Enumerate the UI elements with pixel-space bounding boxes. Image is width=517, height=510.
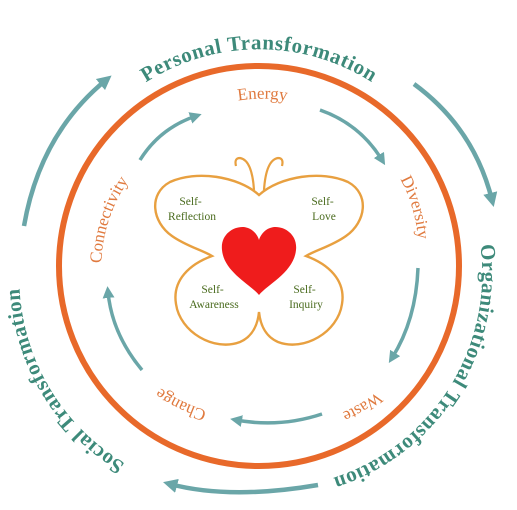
svg-text:Diversity: Diversity bbox=[397, 172, 433, 240]
wing-top-right-line1: Self- bbox=[311, 196, 334, 208]
change-label: Change bbox=[152, 385, 208, 425]
svg-text:Personal Transformation: Personal Transformation bbox=[136, 30, 382, 86]
svg-text:Waste: Waste bbox=[340, 389, 386, 427]
svg-text:Energy: Energy bbox=[236, 84, 289, 105]
svg-text:Change: Change bbox=[152, 385, 208, 425]
orange-ring bbox=[56, 63, 462, 469]
inner-arrow-diversity-waste bbox=[388, 267, 420, 364]
inner-arrow-connectivity-energy bbox=[138, 112, 202, 161]
inner-arrow-change-connectivity bbox=[102, 286, 144, 372]
wing-bottom-right-line2: Inquiry bbox=[289, 299, 323, 311]
butterfly bbox=[153, 156, 365, 346]
wing-bottom-left-line1: Self- bbox=[201, 284, 224, 296]
outer-arrow-bottom bbox=[163, 478, 319, 495]
wing-top-left-line2: Reflection bbox=[168, 211, 216, 223]
connectivity-label: Connectivity bbox=[86, 172, 132, 263]
inner-arrow-energy-diversity bbox=[319, 108, 386, 166]
wing-top-left-line1: Self- bbox=[179, 196, 202, 208]
diversity-label: Diversity bbox=[397, 172, 433, 240]
inner-cycle-arrows bbox=[102, 108, 420, 427]
svg-text:Self- Love: Self- Love bbox=[311, 196, 336, 223]
antenna-right bbox=[262, 156, 284, 191]
wing-top-right-line2: Love bbox=[312, 211, 336, 223]
energy-label: Energy bbox=[236, 84, 289, 105]
svg-text:Self- Inquiry: Self- Inquiry bbox=[289, 284, 323, 311]
personal-transformation-label: Personal Transformation bbox=[136, 30, 381, 86]
svg-text:Self- Awareness: Self- Awareness bbox=[189, 284, 239, 311]
inner-arrow-waste-change bbox=[230, 412, 323, 427]
outer-arrow-top-right bbox=[412, 82, 498, 207]
wing-bottom-left-line2: Awareness bbox=[189, 299, 239, 311]
waste-label: Waste bbox=[340, 389, 386, 427]
outer-arrow-left bbox=[21, 75, 112, 227]
wing-bottom-right-line1: Self- bbox=[293, 284, 316, 296]
heart-icon bbox=[221, 226, 297, 295]
antenna-left bbox=[234, 156, 256, 191]
svg-text:Self- Reflection: Self- Reflection bbox=[168, 196, 216, 223]
svg-text:Connectivity: Connectivity bbox=[86, 172, 132, 263]
outer-cycle-arrows bbox=[21, 75, 498, 495]
